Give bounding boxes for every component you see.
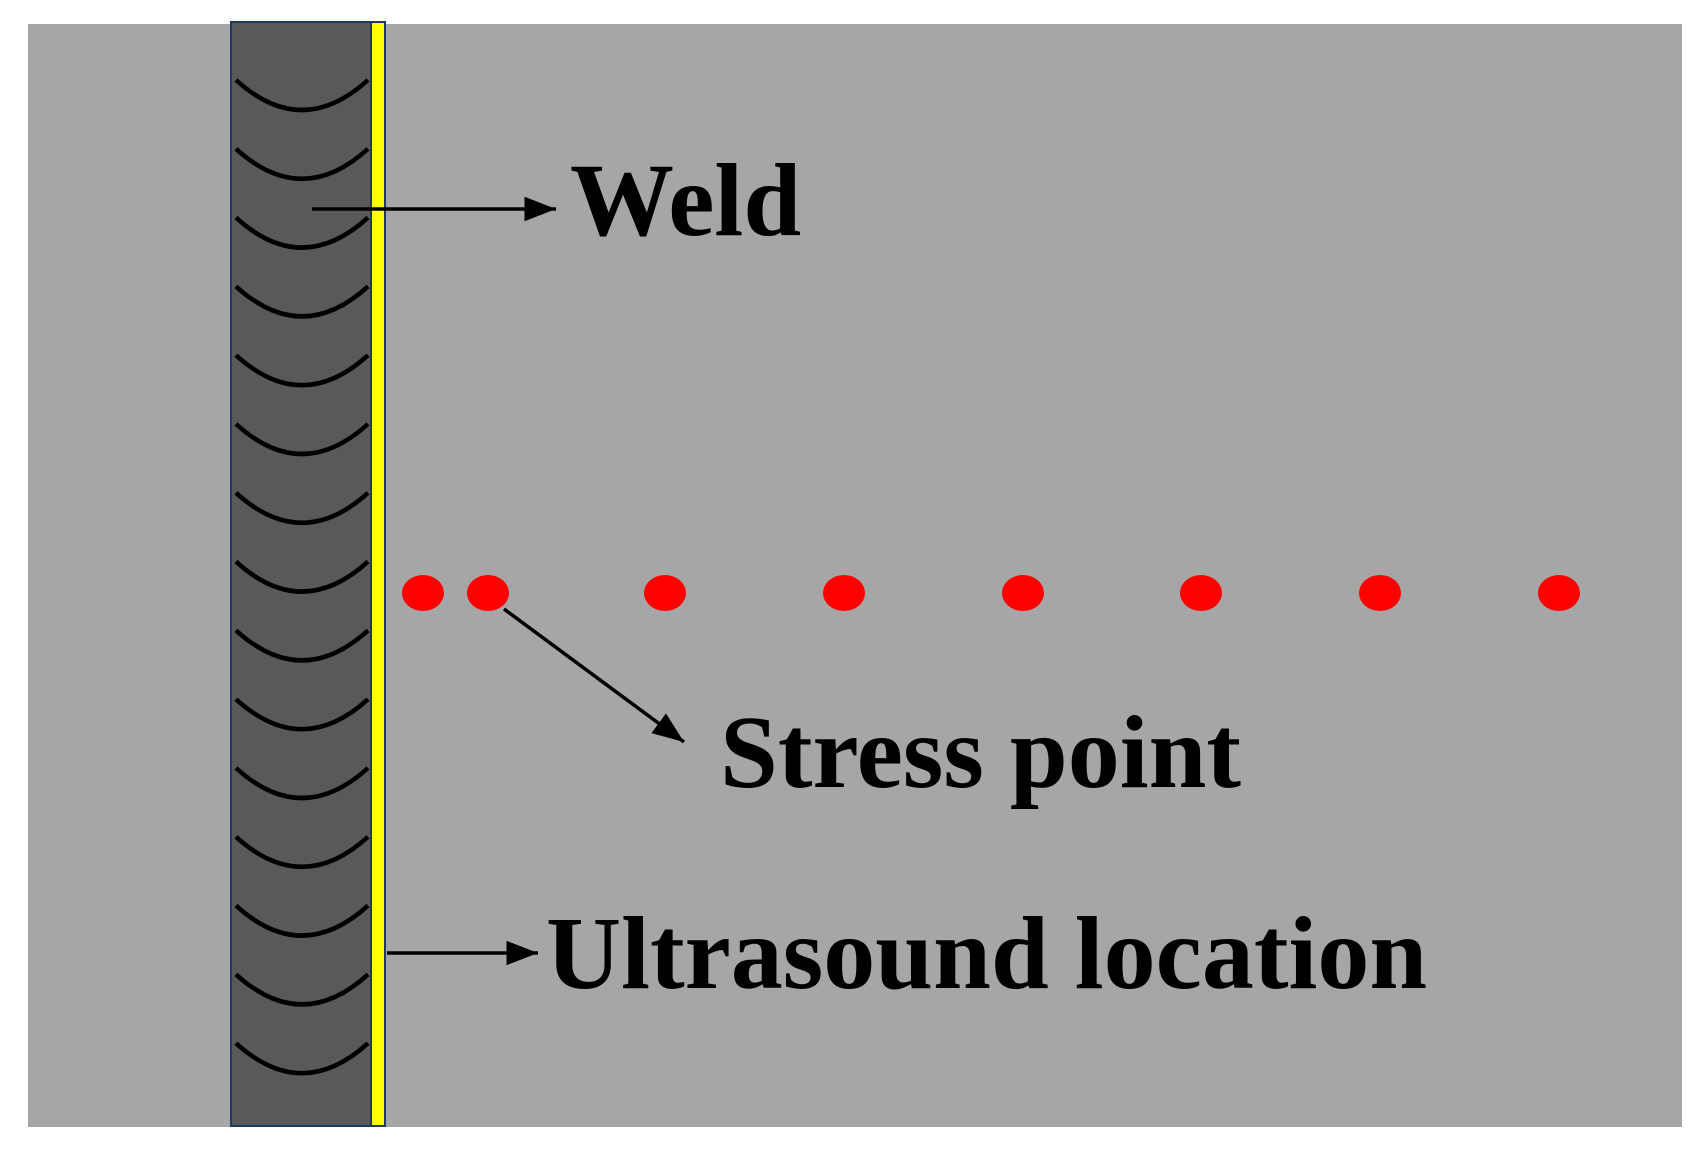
stress-point — [644, 575, 686, 611]
ultrasound-location-label: Ultrasound location — [546, 896, 1427, 1011]
stress-point — [402, 575, 444, 611]
stress-point — [1538, 575, 1580, 611]
ultrasound-location-strip — [370, 21, 386, 1127]
weld-ripple — [234, 147, 370, 181]
weld-ripple — [234, 284, 370, 319]
weld-ripple — [234, 353, 370, 388]
weld-ripple — [234, 491, 370, 525]
weld-ripples — [234, 78, 370, 1076]
weld-label: Weld — [570, 143, 801, 258]
weld-ripple — [234, 835, 370, 869]
stress-point — [467, 575, 509, 611]
weld-ripple — [234, 559, 370, 594]
stress-point — [1359, 575, 1401, 611]
stress-point — [823, 575, 865, 611]
stress-point-arrow — [502, 607, 686, 744]
weld-ripple — [234, 78, 370, 113]
weld-ripple — [234, 697, 370, 732]
weld-ripple — [234, 215, 370, 250]
weld-ripple — [234, 972, 370, 1007]
weld-ripple — [234, 628, 370, 663]
stress-point-label: Stress point — [720, 695, 1241, 810]
stress-point — [1180, 575, 1222, 611]
weld-ripple — [234, 766, 370, 801]
stress-points — [402, 575, 1580, 611]
weld-ripple — [234, 903, 370, 938]
stress-point — [1002, 575, 1044, 611]
weld-ripple — [234, 1041, 370, 1076]
weld-ripple — [234, 422, 370, 457]
